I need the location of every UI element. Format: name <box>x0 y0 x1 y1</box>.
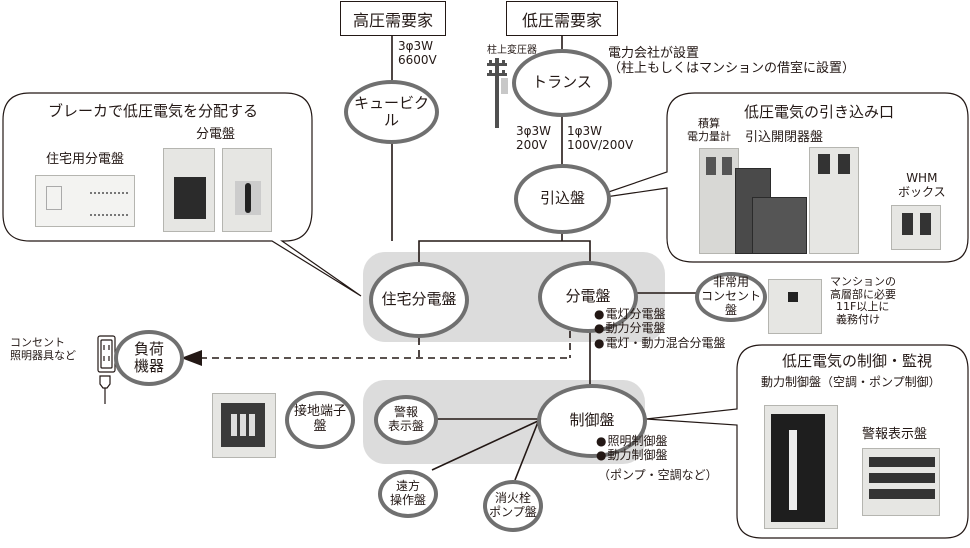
line-firepump-to-control <box>514 421 539 481</box>
switchgear-photo-light <box>809 147 859 254</box>
switchgear-label: 引込開閉器盤 <box>745 130 824 145</box>
switchgear-photo-box <box>752 197 807 254</box>
distribution-bullet: 電灯・動力混合分電盤 <box>594 336 725 350</box>
service-entrance-bubble-outline <box>584 92 969 263</box>
transformer-node[interactable]: トランス <box>512 49 612 117</box>
service-entrance-bubble-title: 低圧電気の引き込み口 <box>744 103 895 121</box>
power-control-panel-photo <box>764 405 838 529</box>
alarm-display-panel-photo <box>862 448 940 516</box>
residential-panel-photo-label: 住宅用分電盤 <box>46 152 125 167</box>
alarm-display-node[interactable]: 警報表示盤 <box>374 395 438 445</box>
control-bullets-note: （ポンプ・空調など） <box>598 468 718 482</box>
meter-label: 積算電力量計 <box>687 117 731 143</box>
distribution-panel-types: 電灯分電盤 動力分電盤 電灯・動力混合分電盤 <box>594 307 726 350</box>
distribution-panel-photo-label: 分電盤 <box>196 127 236 142</box>
low-voltage-consumer-label: 低圧需要家 <box>521 10 602 30</box>
ground-terminal-node[interactable]: 接地端子盤 <box>285 391 355 449</box>
distribution-panel-photo-1 <box>163 148 215 232</box>
low-voltage-consumer-box: 低圧需要家 <box>506 1 618 36</box>
distribution-panel-photo-2 <box>222 148 272 232</box>
control-bubble-title: 低圧電気の制御・監視 <box>782 352 933 370</box>
load-equipment-node[interactable]: 負荷機器 <box>114 330 184 386</box>
distribution-bullet: 電灯分電盤 <box>594 307 726 321</box>
line-bus-top <box>418 240 591 263</box>
distribution-bullet: 動力分電盤 <box>594 321 726 335</box>
meter-cabinet-photo <box>699 148 739 254</box>
breaker-bubble-title: ブレーカで低圧電気を分配する <box>48 102 259 120</box>
emergency-outlet-node[interactable]: 非常用コンセント盤 <box>695 272 767 322</box>
utility-pole-icon <box>487 58 508 128</box>
residential-panel-node[interactable]: 住宅分電盤 <box>369 262 469 338</box>
remote-operation-node[interactable]: 遠方操作盤 <box>378 470 438 518</box>
pole-transformer-label: 柱上変圧器 <box>487 45 537 56</box>
line-remote-to-control <box>431 420 539 471</box>
control-panel-node[interactable]: 制御盤 <box>537 384 647 458</box>
emergency-note: マンションの 高層部に必要 11F以上に 義務付け <box>830 275 896 326</box>
fire-pump-node[interactable]: 消火栓ポンプ盤 <box>483 480 543 532</box>
control-bubble-subtitle: 動力制御盤（空調・ポンプ制御） <box>761 375 941 389</box>
whm-box-photo <box>891 205 941 250</box>
load-note: コンセント照明器具など <box>10 336 76 362</box>
control-panel-types: 照明制御盤 動力制御盤 <box>596 434 667 463</box>
high-voltage-consumer-box: 高圧需要家 <box>340 1 446 36</box>
control-bullet: 照明制御盤 <box>596 434 667 448</box>
residential-panel-photo <box>35 175 135 227</box>
cubicle-node[interactable]: キュービクル <box>344 80 439 144</box>
ground-terminal-photo <box>212 393 276 458</box>
emergency-outlet-panel-photo <box>768 279 822 334</box>
alarm-panel-photo-label: 警報表示盤 <box>862 427 928 442</box>
outlet-plug-icon <box>97 335 116 404</box>
control-bullet: 動力制御盤 <box>596 448 667 462</box>
arrow-head-to-load <box>181 350 202 366</box>
utility-note: 電力会社が設置（柱上もしくはマンションの借室に設置） <box>608 46 856 76</box>
high-voltage-consumer-label: 高圧需要家 <box>352 10 433 30</box>
service-panel-node[interactable]: 引込盤 <box>514 164 611 234</box>
